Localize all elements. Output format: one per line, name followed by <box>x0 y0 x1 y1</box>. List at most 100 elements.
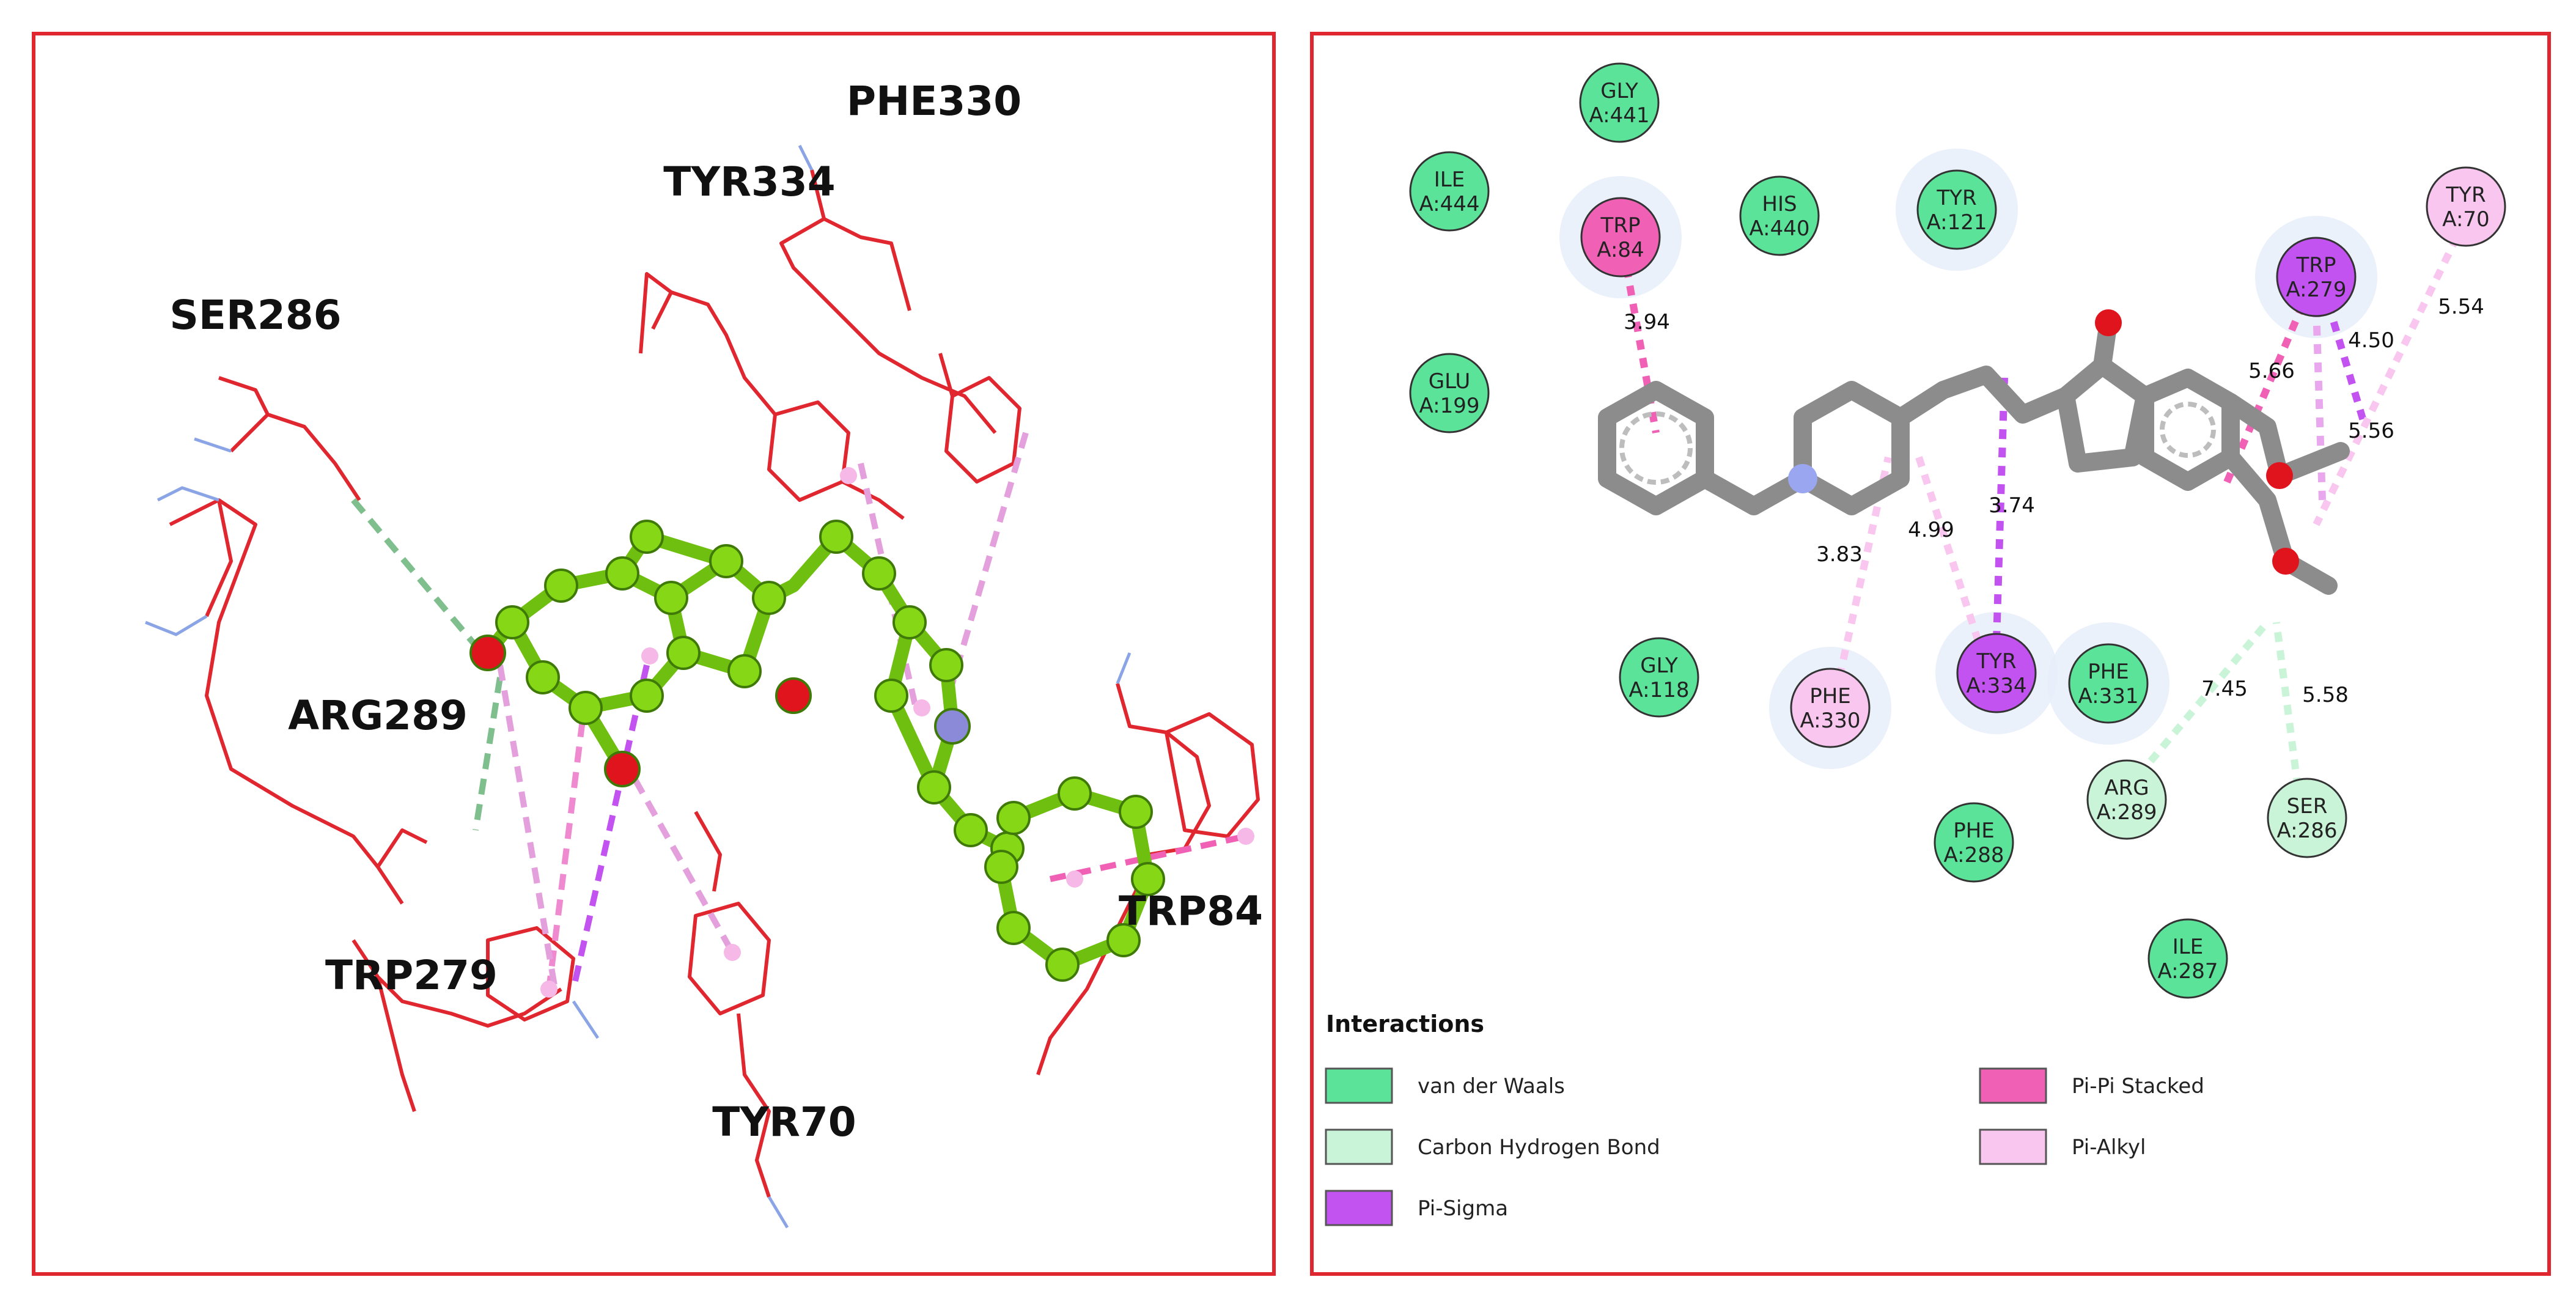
legend-item-pi-pi: Pi-Pi Stacked <box>1979 1067 2204 1104</box>
distance-label: 5.66 <box>2248 359 2295 383</box>
residue-name: ILE <box>1434 168 1465 192</box>
legend-label: Pi-Sigma <box>1418 1196 1508 1221</box>
residue-id: A:84 <box>1597 238 1644 262</box>
legend-swatch <box>1979 1128 2047 1165</box>
residue-label-trp84: TRP84 <box>1119 888 1263 935</box>
distance-label: 4.50 <box>2348 328 2394 353</box>
residue-label-tyr70: TYR70 <box>712 1099 856 1146</box>
legend-swatch <box>1325 1128 1393 1165</box>
carbonyl-oxygen <box>2095 309 2122 336</box>
residue-id: A:444 <box>1419 192 1479 216</box>
residue-id: A:279 <box>2286 278 2346 302</box>
residue-disc <box>1409 151 1490 232</box>
legend-item-pi-alkyl: Pi-Alkyl <box>1979 1128 2146 1165</box>
residue-name: TRP <box>2296 253 2336 278</box>
residue-id: A:330 <box>1800 709 1860 733</box>
residue-disc <box>1580 197 1661 278</box>
residue-disc <box>1956 633 2037 713</box>
residue-id: A:289 <box>2096 800 2157 825</box>
distance-label: 3.94 <box>1624 310 1670 334</box>
legend-label: Pi-Pi Stacked <box>2072 1074 2204 1099</box>
residue-disc <box>1916 169 1997 250</box>
distance-label: 7.45 <box>2201 677 2248 701</box>
residue-disc <box>1619 637 1699 718</box>
distance-label: 5.54 <box>2438 295 2484 319</box>
line-trp279-c <box>2325 303 2369 428</box>
legend-label: Pi-Alkyl <box>2072 1135 2146 1160</box>
residue-disc <box>2276 237 2357 317</box>
residue-id: A:70 <box>2442 207 2489 232</box>
line-phe330-b <box>1915 456 1984 648</box>
legend-label: van der Waals <box>1418 1074 1565 1099</box>
nitrogen-atom <box>1788 464 1817 493</box>
residue-name: HIS <box>1762 192 1797 216</box>
residue-id: A:199 <box>1419 394 1479 418</box>
residue-disc <box>1790 668 1871 748</box>
legend-swatch <box>1325 1067 1393 1104</box>
ligand-2d-inner-rings <box>1619 402 2216 485</box>
residue-name: TYR <box>2445 183 2486 207</box>
residue-label-ser286: SER286 <box>169 292 341 339</box>
line-trp84 <box>1623 267 1660 434</box>
legend-item-vdw: van der Waals <box>1325 1067 1565 1104</box>
2d-interaction-diagram: GLYA:441ILEA:444TRPA:84HISA:440TYRA:121T… <box>1325 62 2506 1226</box>
residue-disc <box>1579 62 1660 143</box>
ligand-2d-heteroatoms <box>1788 309 2299 575</box>
distance-label: 4.99 <box>1908 518 1954 542</box>
residue-disc <box>2267 778 2347 858</box>
legend-title: Interactions <box>1326 1011 1484 1037</box>
residue-disc <box>1409 353 1490 433</box>
distance-label: 3.74 <box>1989 493 2035 518</box>
residue-label-phe330: PHE330 <box>847 78 1021 125</box>
residue-id: A:331 <box>2078 684 2138 709</box>
ligand-3d-model <box>469 467 1254 998</box>
3d-interaction-dashes <box>351 432 1247 990</box>
residue-disc <box>2426 166 2506 247</box>
residue-name: ARG <box>2104 776 2149 800</box>
residue-id: A:288 <box>1943 843 2004 867</box>
residue-name: SER <box>2287 794 2328 819</box>
residue-disc <box>2068 643 2149 724</box>
residue-id: A:287 <box>2157 959 2218 984</box>
residue-id: A:118 <box>1628 678 1689 702</box>
residue-name: TYR <box>1936 186 1976 210</box>
ligand-2d-skeleton <box>1598 314 2350 595</box>
legend-swatch <box>1979 1067 2047 1104</box>
line-trp279-b <box>2313 307 2326 501</box>
line-arg289 <box>2136 620 2270 778</box>
residue-name: PHE <box>2088 660 2129 684</box>
line-ser286 <box>2273 622 2302 788</box>
residue-id: A:286 <box>2276 819 2337 843</box>
residue-disc <box>1739 175 1820 256</box>
residue-name: ILE <box>2173 935 2203 959</box>
residue-name: PHE <box>1809 684 1851 709</box>
legend-swatch <box>1325 1190 1393 1226</box>
residue-disc <box>1934 802 2014 883</box>
residue-name: TYR <box>1976 649 2016 674</box>
residue-name: TRP <box>1600 213 1641 238</box>
methoxy-oxygen-1 <box>2266 462 2293 489</box>
residue-name: GLY <box>1640 654 1678 678</box>
distance-label: 5.56 <box>2348 419 2394 443</box>
residue-nodes: GLYA:441ILEA:444TRPA:84HISA:440TYRA:121T… <box>1409 62 2506 999</box>
residue-id: A:121 <box>1926 210 1987 235</box>
legend-label: Carbon Hydrogen Bond <box>1418 1135 1660 1160</box>
distance-label: 5.58 <box>2302 683 2349 707</box>
